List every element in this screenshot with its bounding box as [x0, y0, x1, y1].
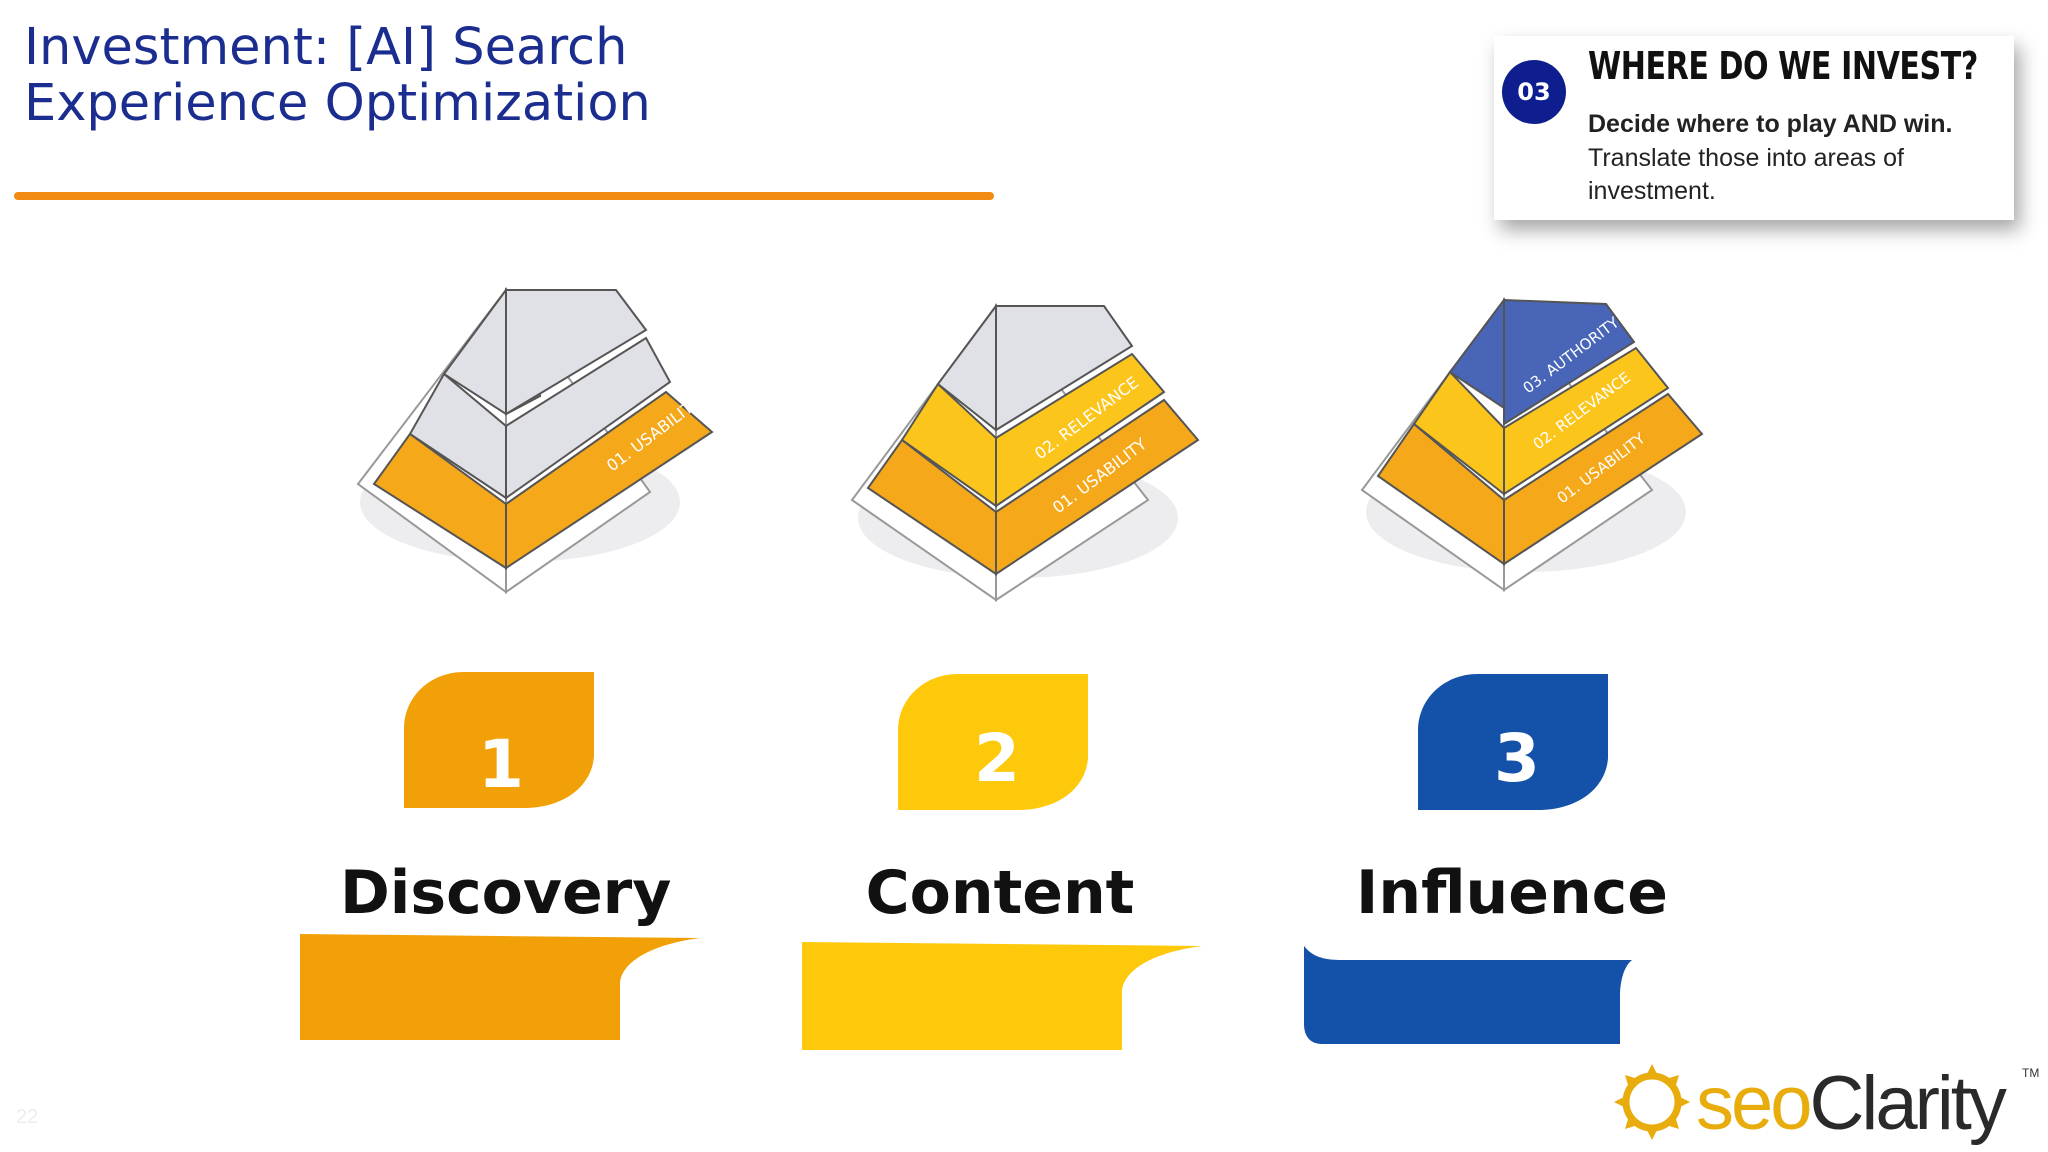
stage-1-base: [300, 934, 700, 1040]
logo-wordmark: seoClarity: [1696, 1061, 2007, 1146]
title-underline: [14, 192, 994, 200]
stage-2-number: 2: [974, 720, 1020, 797]
stage-2-label: Content: [865, 858, 1135, 928]
stage-3-base: [1304, 856, 1632, 1044]
pyramid-influence: 03. AUTHORITY 02. RELEVANCE 01. USABILIT…: [1360, 296, 1704, 592]
stage-3-tab: [1418, 674, 1608, 810]
stage-3-number: 3: [1494, 720, 1540, 797]
callout-emphasis: Decide where to play AND win.: [1588, 110, 1953, 138]
stage-1-tab: [404, 672, 594, 808]
step-badge: 03: [1502, 60, 1566, 124]
logo-sun-icon: [1614, 1064, 1690, 1140]
stage-1-number: 1: [478, 726, 524, 803]
stage-2-base: [802, 942, 1202, 1050]
stage-1-label: Discovery: [340, 858, 672, 928]
logo-trademark: TM: [2022, 1066, 2040, 1080]
page-number: 22: [16, 1106, 39, 1128]
callout-card: 03 WHERE DO WE INVEST? Decide where to p…: [1494, 36, 2014, 220]
callout-text: Translate those into areas of investment…: [1588, 144, 1904, 205]
stage-3-label: Influence: [1356, 858, 1668, 928]
stage-2-tab: [898, 674, 1088, 810]
pyramid-content: 02. RELEVANCE 01. USABILITY: [850, 302, 1200, 602]
callout-heading: WHERE DO WE INVEST?: [1588, 44, 1978, 88]
seoclarity-logo: seoClarity TM: [1612, 1061, 2042, 1146]
slide-title: Investment: [AI] Search Experience Optim…: [24, 18, 651, 133]
pyramid-discovery: 01. USABILITY: [356, 286, 714, 594]
